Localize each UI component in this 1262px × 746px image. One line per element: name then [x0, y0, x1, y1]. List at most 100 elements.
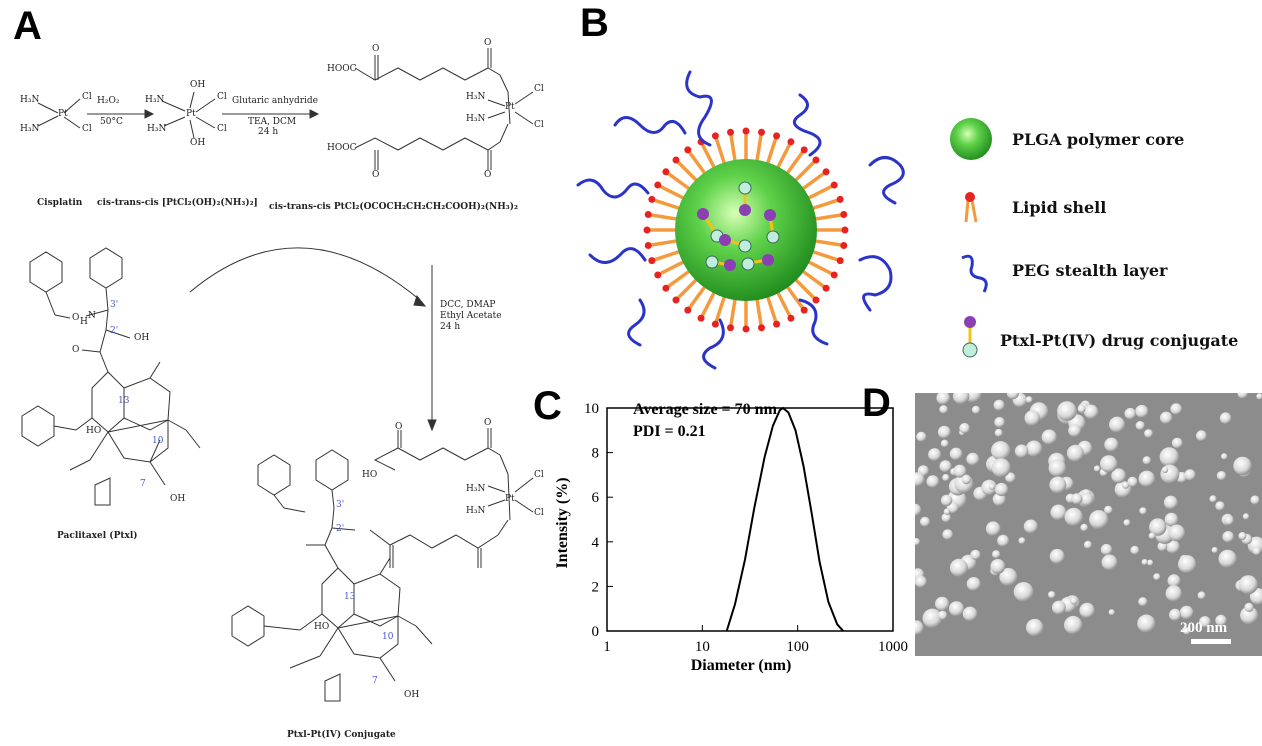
paclitaxel-label: Paclitaxel (Ptxl)	[57, 531, 138, 541]
nanoparticle	[1141, 559, 1148, 566]
atom-label: Cl	[82, 92, 92, 102]
lipid-tail	[688, 151, 707, 175]
nanoparticle	[997, 534, 1010, 547]
nanoparticle	[1127, 476, 1138, 487]
lipid-tail	[700, 291, 716, 317]
nanoparticle	[1100, 543, 1113, 556]
atom-label: OH	[190, 138, 206, 148]
arrow2-time: 24 h	[258, 127, 279, 137]
atom-label: 2'	[336, 524, 345, 534]
panel-label-d: D	[862, 381, 891, 425]
arrow2-condition: TEA, DCM	[248, 117, 297, 127]
atom-label: HO	[314, 622, 330, 632]
atom-label: OH	[134, 333, 150, 343]
nanoparticle	[949, 447, 963, 461]
y-tick-label: 8	[592, 446, 600, 462]
intermediate-label: cis-trans-cis [PtCl₂(OH)₂(NH₃)₂]	[97, 198, 258, 208]
lipid-tail	[807, 184, 833, 200]
peg-chain-icon	[961, 254, 988, 293]
drug-conjugates	[697, 181, 780, 271]
nanoparticle	[1222, 531, 1234, 543]
product-label: cis-trans-cis PtCl₂(OCOCH₂CH₂CH₂COOH)₂(N…	[269, 202, 518, 212]
nanoparticle	[1089, 510, 1109, 530]
nanoparticle	[1138, 470, 1155, 487]
atom-label: H₃N	[466, 92, 486, 102]
atom-label: H	[80, 317, 88, 327]
nanoparticle	[1049, 476, 1067, 494]
cisplatin-label: Cisplatin	[37, 198, 83, 208]
nanoparticle	[942, 529, 953, 540]
nanoparticle	[915, 503, 922, 517]
atom-label: H₃N	[147, 124, 167, 134]
lipid-head	[757, 128, 765, 136]
nanoparticle	[1093, 465, 1101, 472]
atom-label: H₃N	[466, 484, 486, 494]
lipid-head	[787, 138, 795, 146]
y-tick-label: 6	[592, 490, 600, 506]
nanoparticle	[939, 405, 948, 414]
nanoparticle	[1238, 575, 1258, 595]
nanoparticle	[1215, 501, 1225, 511]
lipid-head	[672, 296, 680, 304]
nanoparticle	[1124, 407, 1137, 420]
nanoparticle	[940, 439, 949, 448]
nanoparticle	[1135, 404, 1149, 418]
nanoparticle	[1224, 515, 1234, 526]
nanoparticle	[1071, 493, 1083, 505]
nanoparticle	[942, 474, 950, 482]
lipid-head	[742, 127, 750, 135]
nanoparticle	[988, 483, 996, 490]
lipid-tail	[785, 285, 804, 309]
atom-label: H₃N	[466, 506, 486, 516]
nanoparticle	[1018, 537, 1026, 545]
lipid-head	[787, 314, 795, 322]
lipid-head	[697, 314, 705, 322]
lipid-head	[822, 168, 830, 176]
nanoparticle	[1164, 512, 1179, 527]
arrow3-reagent: DCC, DMAP	[440, 300, 496, 310]
plot-frame	[606, 407, 894, 632]
atom-label: 7	[372, 676, 378, 686]
panel-label-b: B	[580, 1, 609, 45]
nanoparticle	[1161, 466, 1169, 473]
nanoparticle	[1242, 513, 1250, 520]
nanoparticle	[1041, 429, 1057, 445]
legend-core: PLGA polymer core	[1012, 130, 1185, 149]
nanoparticle	[1023, 519, 1038, 534]
lipid-head	[662, 284, 670, 292]
nanoparticle	[1170, 403, 1182, 415]
nanoparticle	[937, 610, 948, 620]
nanoparticle	[1064, 507, 1083, 527]
nanoparticle	[962, 606, 978, 622]
lipid-tail	[814, 213, 842, 221]
nanoparticle	[1197, 591, 1206, 600]
nanoparticle	[1025, 440, 1043, 457]
atom-label: O	[72, 345, 80, 355]
nanoparticle	[994, 482, 1009, 497]
nanoparticle	[1083, 540, 1092, 549]
atom-label: H₃N	[466, 114, 486, 124]
x-tick-label: 1000	[878, 639, 908, 655]
lipid-head	[711, 132, 719, 140]
nanoparticle	[1218, 549, 1237, 568]
nanoparticle	[1049, 548, 1065, 564]
legend-drug: Ptxl-Pt(IV) drug conjugate	[1000, 331, 1239, 350]
lipid-tail	[801, 172, 825, 191]
atom-label: O	[484, 38, 492, 48]
nanoparticle	[970, 549, 981, 560]
lipid-head	[711, 320, 719, 328]
nanoparticle	[915, 575, 927, 588]
nanoparticle	[1240, 606, 1259, 625]
nanoparticle	[993, 399, 1005, 411]
nanoparticle	[936, 393, 950, 405]
nanoparticle	[961, 474, 972, 485]
nanoparticle	[1064, 615, 1083, 635]
lipid-tail	[714, 296, 727, 322]
atom-label: HO	[362, 470, 378, 480]
atom-label: Pt	[505, 102, 515, 112]
nanoparticle	[922, 608, 943, 629]
lipid-head	[672, 156, 680, 164]
atom-label: HOOC	[327, 143, 357, 153]
lipid-tail	[776, 143, 792, 169]
nanoparticle	[949, 558, 968, 577]
